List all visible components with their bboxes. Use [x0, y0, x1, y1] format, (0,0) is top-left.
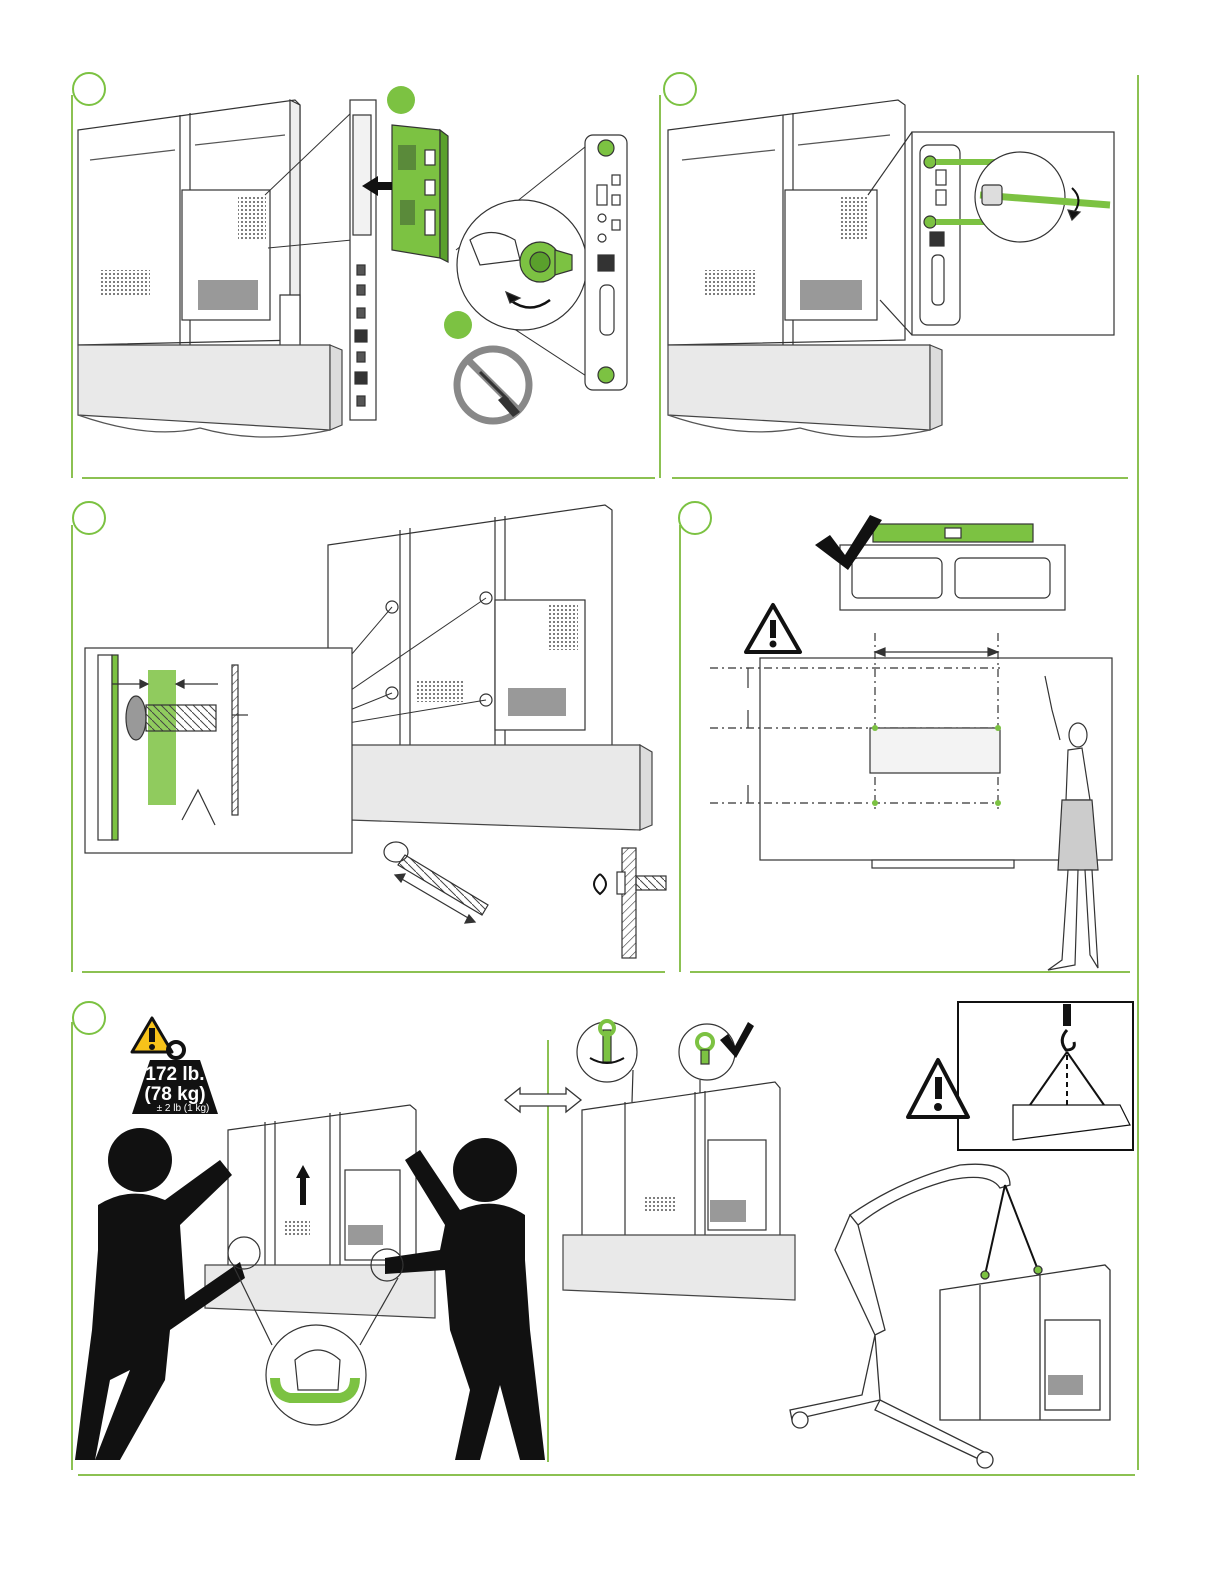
- lift-crane-figure: [790, 1164, 1110, 1468]
- thumbscrew-magnifier: [457, 200, 587, 330]
- port-detail-callout: [585, 135, 627, 390]
- step-circle-5: [73, 1002, 105, 1034]
- step-circle-4: [679, 502, 711, 534]
- step-dot-b: [444, 311, 472, 339]
- screw-length-detail: [384, 842, 488, 923]
- step-circle-2: [664, 73, 696, 105]
- step-circle-1: [73, 73, 105, 105]
- rotate-arrow-icon-3: [594, 874, 606, 894]
- panel-1-display-back: [78, 100, 300, 355]
- weight-badge: 172 lb. (78 kg) ± 2 lb (1 kg): [132, 1018, 218, 1114]
- warning-triangle-icon: [746, 605, 800, 652]
- weight-tolerance: ± 2 lb (1 kg): [157, 1103, 210, 1114]
- person-left-silhouette: [75, 1128, 245, 1460]
- weight-pounds: 172 lb.: [145, 1064, 204, 1085]
- person-reaching-figure: [1045, 676, 1098, 970]
- panel-5-display-back: [228, 1105, 416, 1280]
- opc-slot-panel: [350, 100, 376, 420]
- wall-anchor-detail: [594, 848, 666, 958]
- weight-kilograms: (78 kg): [144, 1084, 205, 1105]
- panel-3-stand-base: [350, 745, 652, 830]
- panel-2-display-back: [668, 100, 905, 350]
- panel-5b-stand-base: [563, 1235, 795, 1300]
- opc-module-green: [387, 86, 448, 262]
- level-and-bracket: [840, 524, 1065, 610]
- panel-5b-display-back: [582, 1082, 780, 1255]
- step-dot-a: [387, 86, 415, 114]
- step-circle-3: [73, 502, 105, 534]
- panel-1-stand-base: [78, 345, 342, 437]
- hoist-hook-detail: [958, 1002, 1133, 1150]
- wall-layout-diagram: [710, 633, 1112, 868]
- double-arrow-icon: [505, 1088, 581, 1112]
- panel-2-stand-base: [668, 345, 942, 437]
- bolt-cross-section-detail: [85, 648, 352, 853]
